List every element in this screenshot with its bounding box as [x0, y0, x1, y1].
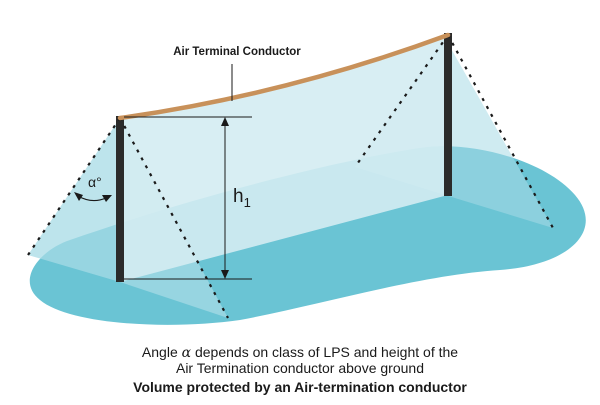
- angle-label: α°: [88, 174, 102, 190]
- height-arrow-bottom: [221, 270, 229, 279]
- alpha-symbol: α: [181, 345, 192, 361]
- angle-arrow-right: [102, 195, 112, 202]
- caption-line-1: Angle α depends on class of LPS and heig…: [141, 344, 459, 361]
- caption-title: Volume protected by an Air-termination c…: [133, 379, 467, 395]
- near-pole: [116, 116, 124, 282]
- height-label: h1: [233, 186, 251, 210]
- protection-angle-lines: [27, 34, 554, 319]
- conductor-label: Air Terminal Conductor: [173, 46, 301, 58]
- air-terminal-conductor: [117, 32, 451, 121]
- protected-volume: [120, 35, 448, 282]
- far-pole: [444, 33, 452, 196]
- height-arrow-top: [221, 117, 229, 126]
- height-dimension: [124, 116, 252, 280]
- caption-line-2: Air Termination conductor above ground: [175, 360, 424, 376]
- angle-arrow-left: [74, 192, 83, 201]
